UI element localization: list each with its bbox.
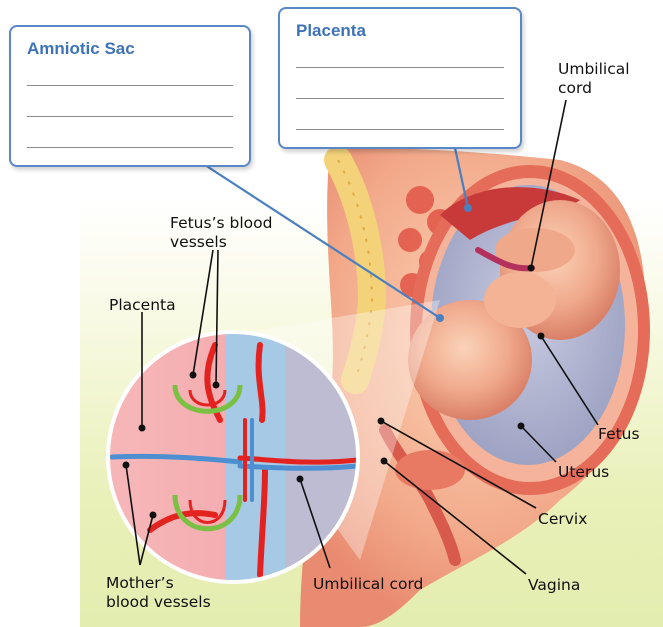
umbilical-cord-label-line1: Umbilical (558, 60, 630, 78)
fetus-blood-vessels-line1: Fetus’s blood (170, 214, 273, 232)
mother-body (300, 146, 650, 627)
fetus-label: Fetus (598, 425, 640, 443)
uterus-label: Uterus (558, 463, 610, 481)
blank-line (27, 116, 233, 117)
blank-line (296, 67, 504, 68)
placenta-label-box[interactable]: Placenta (278, 7, 522, 149)
label-leader-lines (125, 99, 599, 575)
fetus (408, 200, 620, 420)
umbilical-cord-label: Umbilical cord (558, 60, 630, 98)
fetus-blood-vessels-label: Fetus’s blood vessels (170, 214, 272, 252)
blank-line (27, 85, 233, 86)
blank-line (296, 98, 504, 99)
amniotic-sac-title: Amniotic Sac (27, 39, 135, 58)
blank-line (296, 129, 504, 130)
blank-line (27, 147, 233, 148)
box-leader-lines (204, 147, 470, 319)
umbilical-cord-inset-label: Umbilical cord (313, 575, 424, 593)
umbilical-cord (475, 247, 535, 272)
mothers-blood-vessels-label: Mother’s blood vessels (106, 574, 211, 612)
umbilical-cord-label-line2: cord (558, 79, 592, 97)
amniotic-sac-label-box[interactable]: Amniotic Sac (9, 25, 251, 167)
mothers-blood-vessels-line2: blood vessels (106, 593, 211, 611)
vagina-label: Vagina (528, 576, 581, 594)
cervix-label: Cervix (538, 510, 588, 528)
placenta-inset-label: Placenta (109, 296, 176, 314)
mothers-blood-vessels-line1: Mother’s (106, 574, 174, 592)
placenta-title: Placenta (296, 21, 366, 40)
fetus-blood-vessels-line2: vessels (170, 233, 227, 251)
